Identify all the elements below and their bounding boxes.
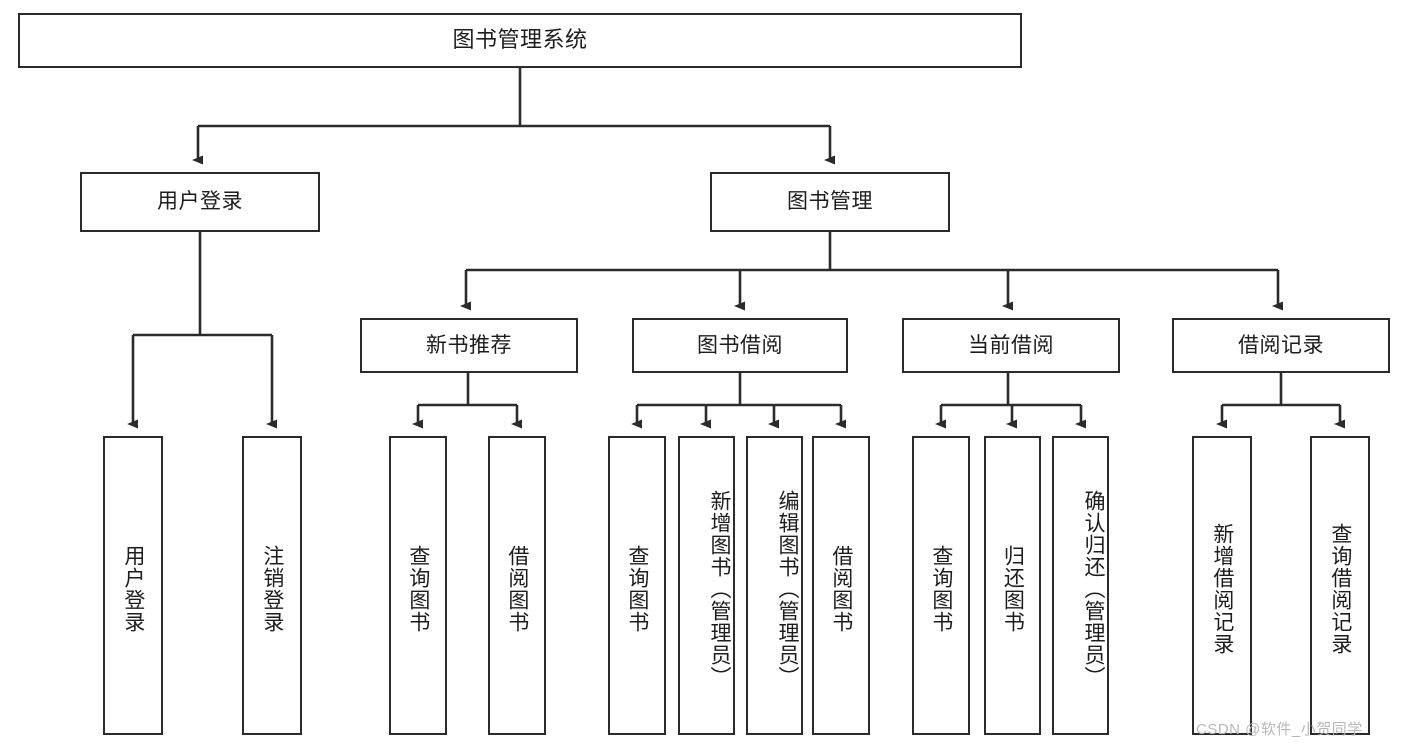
node-current-borrow-label: 当前借阅 bbox=[968, 333, 1054, 357]
node-root-label: 图书管理系统 bbox=[452, 27, 588, 53]
node-leaf-query-book-3[interactable]: 查询图书 bbox=[912, 436, 970, 735]
edge-group-book-manage bbox=[460, 232, 1283, 311]
node-book-manage[interactable]: 图书管理 bbox=[710, 172, 950, 232]
node-book-manage-label: 图书管理 bbox=[787, 190, 873, 214]
node-leaf-borrow-book-2[interactable]: 借阅图书 bbox=[812, 436, 870, 735]
node-leaf-logout[interactable]: 注销登录 bbox=[242, 436, 302, 735]
edge-group-current-borrow bbox=[935, 373, 1086, 429]
node-leaf-add-record-label: 新增借阅记录 bbox=[1210, 522, 1234, 655]
csdn-watermark: CSDN @软件_小贺同学 bbox=[1196, 718, 1363, 739]
node-leaf-borrow-book-2-label: 借阅图书 bbox=[829, 544, 853, 633]
edge-group-new-book-rec bbox=[412, 373, 522, 429]
node-user-login-label: 用户登录 bbox=[157, 190, 243, 214]
node-leaf-add-record[interactable]: 新增借阅记录 bbox=[1192, 436, 1252, 735]
node-leaf-edit-book[interactable]: 编辑图书（管理员） bbox=[746, 436, 803, 735]
node-user-login[interactable]: 用户登录 bbox=[80, 172, 320, 232]
node-leaf-confirm-return-label: 确认归还（管理员） bbox=[1082, 489, 1105, 688]
node-current-borrow[interactable]: 当前借阅 bbox=[902, 318, 1120, 373]
node-leaf-query-book-2-label: 查询图书 bbox=[625, 544, 649, 633]
node-leaf-add-book[interactable]: 新增图书（管理员） bbox=[678, 436, 735, 735]
node-new-book-rec[interactable]: 新书推荐 bbox=[360, 318, 578, 373]
edge-group-borrow-record bbox=[1216, 373, 1345, 429]
node-leaf-query-record-label: 查询借阅记录 bbox=[1328, 522, 1352, 655]
node-leaf-edit-book-label: 编辑图书（管理员） bbox=[776, 489, 799, 688]
node-new-book-rec-label: 新书推荐 bbox=[426, 333, 512, 357]
edge-group-user-login bbox=[127, 232, 277, 429]
csdn-watermark-text: CSDN @软件_小贺同学 bbox=[1196, 721, 1363, 738]
node-leaf-confirm-return[interactable]: 确认归还（管理员） bbox=[1052, 436, 1109, 735]
node-root[interactable]: 图书管理系统 bbox=[18, 13, 1022, 68]
node-leaf-logout-label: 注销登录 bbox=[260, 544, 284, 633]
node-leaf-return-book-label: 归还图书 bbox=[1001, 544, 1025, 633]
node-leaf-query-book-1-label: 查询图书 bbox=[406, 544, 430, 633]
edge-group-root bbox=[192, 68, 835, 165]
node-leaf-borrow-book-1-label: 借阅图书 bbox=[505, 544, 529, 633]
node-leaf-user-login-label: 用户登录 bbox=[121, 544, 145, 633]
node-leaf-query-book-3-label: 查询图书 bbox=[929, 544, 953, 633]
node-book-borrow[interactable]: 图书借阅 bbox=[632, 318, 848, 373]
node-leaf-user-login[interactable]: 用户登录 bbox=[103, 436, 163, 735]
node-leaf-add-book-label: 新增图书（管理员） bbox=[708, 489, 731, 688]
node-leaf-return-book[interactable]: 归还图书 bbox=[984, 436, 1041, 735]
node-leaf-query-book-2[interactable]: 查询图书 bbox=[608, 436, 666, 735]
edge-group-book-borrow bbox=[631, 373, 846, 429]
node-leaf-query-record[interactable]: 查询借阅记录 bbox=[1310, 436, 1370, 735]
node-borrow-record[interactable]: 借阅记录 bbox=[1172, 318, 1390, 373]
node-borrow-record-label: 借阅记录 bbox=[1238, 333, 1324, 357]
node-book-borrow-label: 图书借阅 bbox=[697, 333, 783, 357]
node-leaf-borrow-book-1[interactable]: 借阅图书 bbox=[488, 436, 546, 735]
node-leaf-query-book-1[interactable]: 查询图书 bbox=[389, 436, 447, 735]
